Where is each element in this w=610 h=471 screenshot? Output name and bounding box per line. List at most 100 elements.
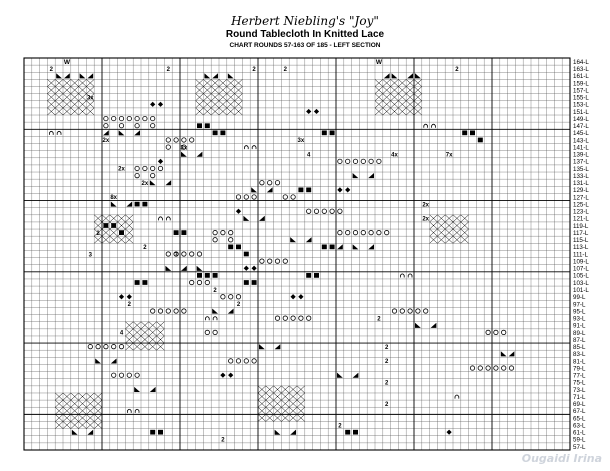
cross-line bbox=[289, 399, 298, 408]
arch-icon bbox=[251, 145, 257, 150]
yarn-over-icon bbox=[134, 123, 140, 129]
decrease-icon bbox=[407, 73, 413, 79]
square-stitch-icon bbox=[173, 230, 179, 235]
row-label: 163-L bbox=[573, 66, 589, 73]
yarn-over-icon bbox=[196, 279, 203, 286]
yarn-over-icon bbox=[228, 237, 234, 243]
row-label: 61-L bbox=[573, 430, 586, 437]
cross-line bbox=[86, 399, 95, 408]
square-stitch-icon bbox=[236, 244, 241, 250]
yarn-over-icon bbox=[313, 208, 320, 214]
yarn-over-icon bbox=[407, 308, 413, 314]
yarn-over-icon bbox=[212, 329, 218, 335]
yarn-over-icon bbox=[485, 329, 491, 335]
yarn-over-icon bbox=[204, 279, 210, 286]
decrease-icon bbox=[126, 201, 133, 207]
row-label: 153-L bbox=[573, 102, 589, 109]
yarn-over-icon bbox=[189, 251, 195, 257]
cross-line bbox=[445, 228, 454, 237]
cross-line bbox=[406, 79, 415, 87]
cross-line bbox=[257, 407, 266, 415]
cross-line bbox=[195, 93, 204, 101]
decrease-icon bbox=[95, 358, 101, 364]
cross-line bbox=[156, 328, 165, 337]
cross-line bbox=[390, 100, 399, 109]
yarn-over-icon bbox=[111, 344, 117, 350]
yarn-over-icon bbox=[251, 194, 257, 200]
cross-line bbox=[62, 93, 71, 101]
yarn-over-icon bbox=[508, 365, 515, 371]
stitch-count: 2x bbox=[103, 138, 110, 144]
row-label: 95-L bbox=[573, 308, 586, 315]
diamond-stitch-icon bbox=[228, 372, 234, 378]
chart-border-rect bbox=[23, 57, 571, 451]
yarn-over-icon bbox=[376, 158, 382, 164]
diamond-stitch-icon bbox=[345, 187, 351, 193]
stitch-count: 2x bbox=[142, 181, 149, 187]
cross-line bbox=[101, 214, 110, 223]
yarn-over-icon bbox=[173, 137, 179, 143]
yarn-over-icon bbox=[329, 208, 335, 214]
yarn-over-icon bbox=[352, 230, 359, 236]
cross-line bbox=[78, 392, 87, 401]
yarn-over-icon bbox=[274, 258, 281, 264]
cross-line bbox=[406, 93, 415, 101]
decrease-icon bbox=[212, 73, 218, 79]
yarn-over-icon bbox=[243, 358, 249, 364]
cross-line bbox=[390, 79, 399, 87]
cross-line bbox=[281, 399, 290, 408]
yarn-over-icon bbox=[118, 372, 125, 378]
cross-line bbox=[62, 86, 71, 94]
cross-line bbox=[289, 414, 298, 422]
cross-line bbox=[94, 399, 103, 408]
yarn-over-icon bbox=[274, 180, 281, 186]
cross-line bbox=[140, 328, 149, 337]
yarn-over-icon bbox=[150, 173, 156, 179]
yarn-over-icon bbox=[360, 158, 366, 164]
yarn-over-icon bbox=[103, 115, 109, 122]
yarn-over-icon bbox=[337, 208, 343, 214]
yarn-over-icon bbox=[267, 258, 273, 264]
yarn-over-icon bbox=[142, 115, 148, 122]
cross-line bbox=[62, 407, 71, 415]
square-stitch-icon bbox=[329, 244, 335, 250]
cross-line bbox=[452, 221, 461, 230]
row-label: 75-L bbox=[573, 380, 586, 387]
cross-line bbox=[382, 100, 391, 109]
square-stitch-icon bbox=[204, 273, 210, 278]
cross-line bbox=[94, 228, 103, 237]
cross-line bbox=[382, 79, 391, 87]
cross-line bbox=[390, 107, 399, 116]
cross-line bbox=[140, 321, 149, 330]
yarn-over-icon bbox=[189, 137, 195, 143]
square-stitch-icon bbox=[329, 130, 335, 136]
cross-line bbox=[429, 235, 438, 244]
cross-line bbox=[55, 79, 64, 87]
arch-icon bbox=[423, 123, 428, 128]
cross-line bbox=[218, 107, 227, 116]
stitch-count: 3x bbox=[87, 95, 94, 101]
cross-line bbox=[62, 392, 71, 401]
cross-line bbox=[211, 107, 220, 116]
cross-line bbox=[218, 93, 227, 101]
decrease-icon bbox=[204, 73, 211, 79]
yarn-over-icon bbox=[337, 158, 343, 164]
yarn-over-icon bbox=[181, 308, 187, 314]
yarn-over-icon bbox=[415, 308, 421, 314]
cross-line bbox=[148, 328, 157, 337]
cross-line bbox=[289, 385, 298, 394]
square-stitch-icon bbox=[353, 429, 358, 435]
decrease-icon bbox=[337, 372, 343, 378]
row-label: 71-L bbox=[573, 394, 586, 401]
yarn-over-icon bbox=[290, 315, 296, 321]
diamond-stitch-icon bbox=[306, 108, 312, 115]
stitch-count: 4 bbox=[307, 152, 311, 158]
cross-line bbox=[86, 79, 95, 87]
square-stitch-icon bbox=[142, 201, 148, 207]
cross-line bbox=[55, 414, 64, 422]
cross-line bbox=[86, 93, 95, 101]
yarn-over-icon bbox=[493, 329, 499, 335]
stitch-count: 8x bbox=[110, 195, 117, 201]
